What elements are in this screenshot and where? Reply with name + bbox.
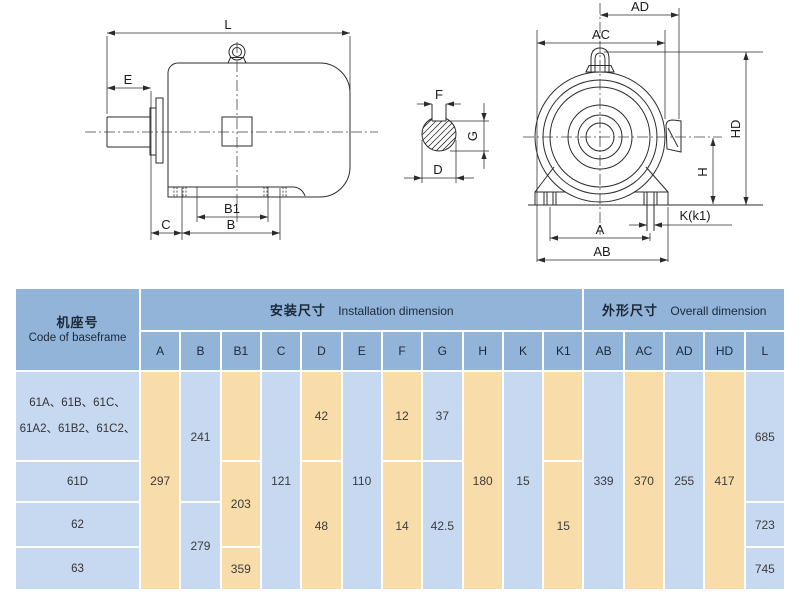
dim-label-B: B — [227, 217, 236, 232]
table-row: 61A、61B、61C、 61A2、61B2、61C2、 297 241 121… — [16, 372, 784, 589]
cell-K1 — [544, 372, 583, 460]
dim-label-HD: HD — [728, 120, 743, 139]
column-header-H: H — [463, 332, 502, 370]
motor-technical-drawing: L E C B B1 F G D — [85, 0, 763, 263]
header-baseframe-zh: 机座号 — [56, 315, 99, 330]
column-header-B1: B1 — [221, 332, 260, 370]
dim-label-A: A — [596, 222, 605, 237]
column-header-C: C — [261, 332, 301, 370]
dim-label-F: F — [435, 87, 443, 102]
column-header-E: E — [342, 332, 381, 370]
table-row: 63 359 745 — [16, 548, 784, 589]
cell-AB: 339 — [584, 372, 623, 589]
column-header-F: F — [382, 332, 422, 370]
shaft-section-view: F G D — [404, 87, 489, 183]
row-label-61D: 61D — [16, 462, 139, 501]
cell-D: 48 — [302, 462, 341, 589]
cell-G: 37 — [423, 372, 462, 460]
header-overall-en: Overall dimension — [670, 304, 767, 318]
dim-label-AC: AC — [592, 27, 610, 42]
cell-G: 42.5 — [423, 462, 462, 589]
dim-label-E: E — [124, 72, 133, 87]
dim-label-D: D — [433, 162, 442, 177]
cell-C: 121 — [261, 372, 301, 589]
section-hatching — [421, 116, 457, 152]
header-overall: 外形尺寸 Overall dimension — [584, 289, 784, 330]
cell-B1: 359 — [221, 548, 260, 589]
cell-L: 745 — [745, 548, 784, 589]
row-label-63: 63 — [16, 548, 139, 589]
cell-L: 685 — [745, 372, 784, 501]
header-baseframe: 机座号 Code of baseframe — [16, 289, 139, 370]
cell-B1 — [221, 372, 260, 460]
column-header-AB: AB — [584, 332, 623, 370]
header-installation-zh: 安装尺寸 — [269, 303, 326, 318]
dim-label-B1: B1 — [224, 201, 240, 216]
cell-L: 723 — [745, 503, 784, 546]
column-header-AC: AC — [624, 332, 664, 370]
dim-label-K-k1: K(k1) — [679, 208, 710, 223]
cell-B1: 203 — [221, 462, 260, 546]
header-installation-en: Installation dimension — [338, 304, 454, 318]
table-row: 61D 203 48 14 42.5 15 — [16, 462, 784, 589]
dim-label-AD: AD — [631, 0, 649, 14]
column-header-G: G — [423, 332, 462, 370]
row-label-61A-group: 61A、61B、61C、 61A2、61B2、61C2、 — [16, 372, 139, 460]
dimension-table: 机座号 Code of baseframe 安装尺寸 Installation … — [14, 287, 786, 591]
cell-F: 12 — [382, 372, 422, 460]
cell-K: 15 — [503, 372, 543, 589]
cell-F: 14 — [382, 462, 422, 589]
dim-label-AB: AB — [593, 244, 610, 259]
cell-D: 42 — [302, 372, 341, 460]
header-installation: 安装尺寸 Installation dimension — [141, 289, 583, 330]
mounting-feet — [528, 166, 763, 206]
column-header-B: B — [181, 332, 220, 370]
cell-AD: 255 — [665, 372, 704, 589]
column-header-HD: HD — [705, 332, 744, 370]
cell-AC: 370 — [624, 372, 664, 589]
cell-E: 110 — [342, 372, 381, 589]
column-header-AD: AD — [665, 332, 704, 370]
row-label-62: 62 — [16, 503, 139, 546]
keyway-slot — [431, 104, 447, 122]
cell-A: 297 — [141, 372, 180, 589]
header-overall-zh: 外形尺寸 — [602, 303, 659, 318]
cell-B: 241 — [181, 372, 220, 501]
motor-front-view: AD AC HD H K(k1) A AB — [523, 0, 763, 263]
cell-HD: 417 — [705, 372, 744, 589]
motor-side-view: L E C B B1 — [85, 17, 378, 240]
dim-label-G: G — [465, 131, 480, 141]
column-header-K1: K1 — [544, 332, 583, 370]
cell-B: 279 — [181, 503, 220, 589]
column-header-L: L — [745, 332, 784, 370]
table-row: 62 279 723 — [16, 503, 784, 589]
dim-label-H: H — [695, 167, 710, 176]
header-baseframe-en: Code of baseframe — [28, 332, 127, 344]
column-header-K: K — [503, 332, 543, 370]
column-header-A: A — [141, 332, 180, 370]
cell-K1: 15 — [544, 462, 583, 589]
column-header-D: D — [302, 332, 341, 370]
dim-label-C: C — [161, 217, 170, 232]
terminal-box-front — [665, 119, 682, 153]
dim-label-L: L — [224, 17, 231, 32]
cell-H: 180 — [463, 372, 502, 589]
